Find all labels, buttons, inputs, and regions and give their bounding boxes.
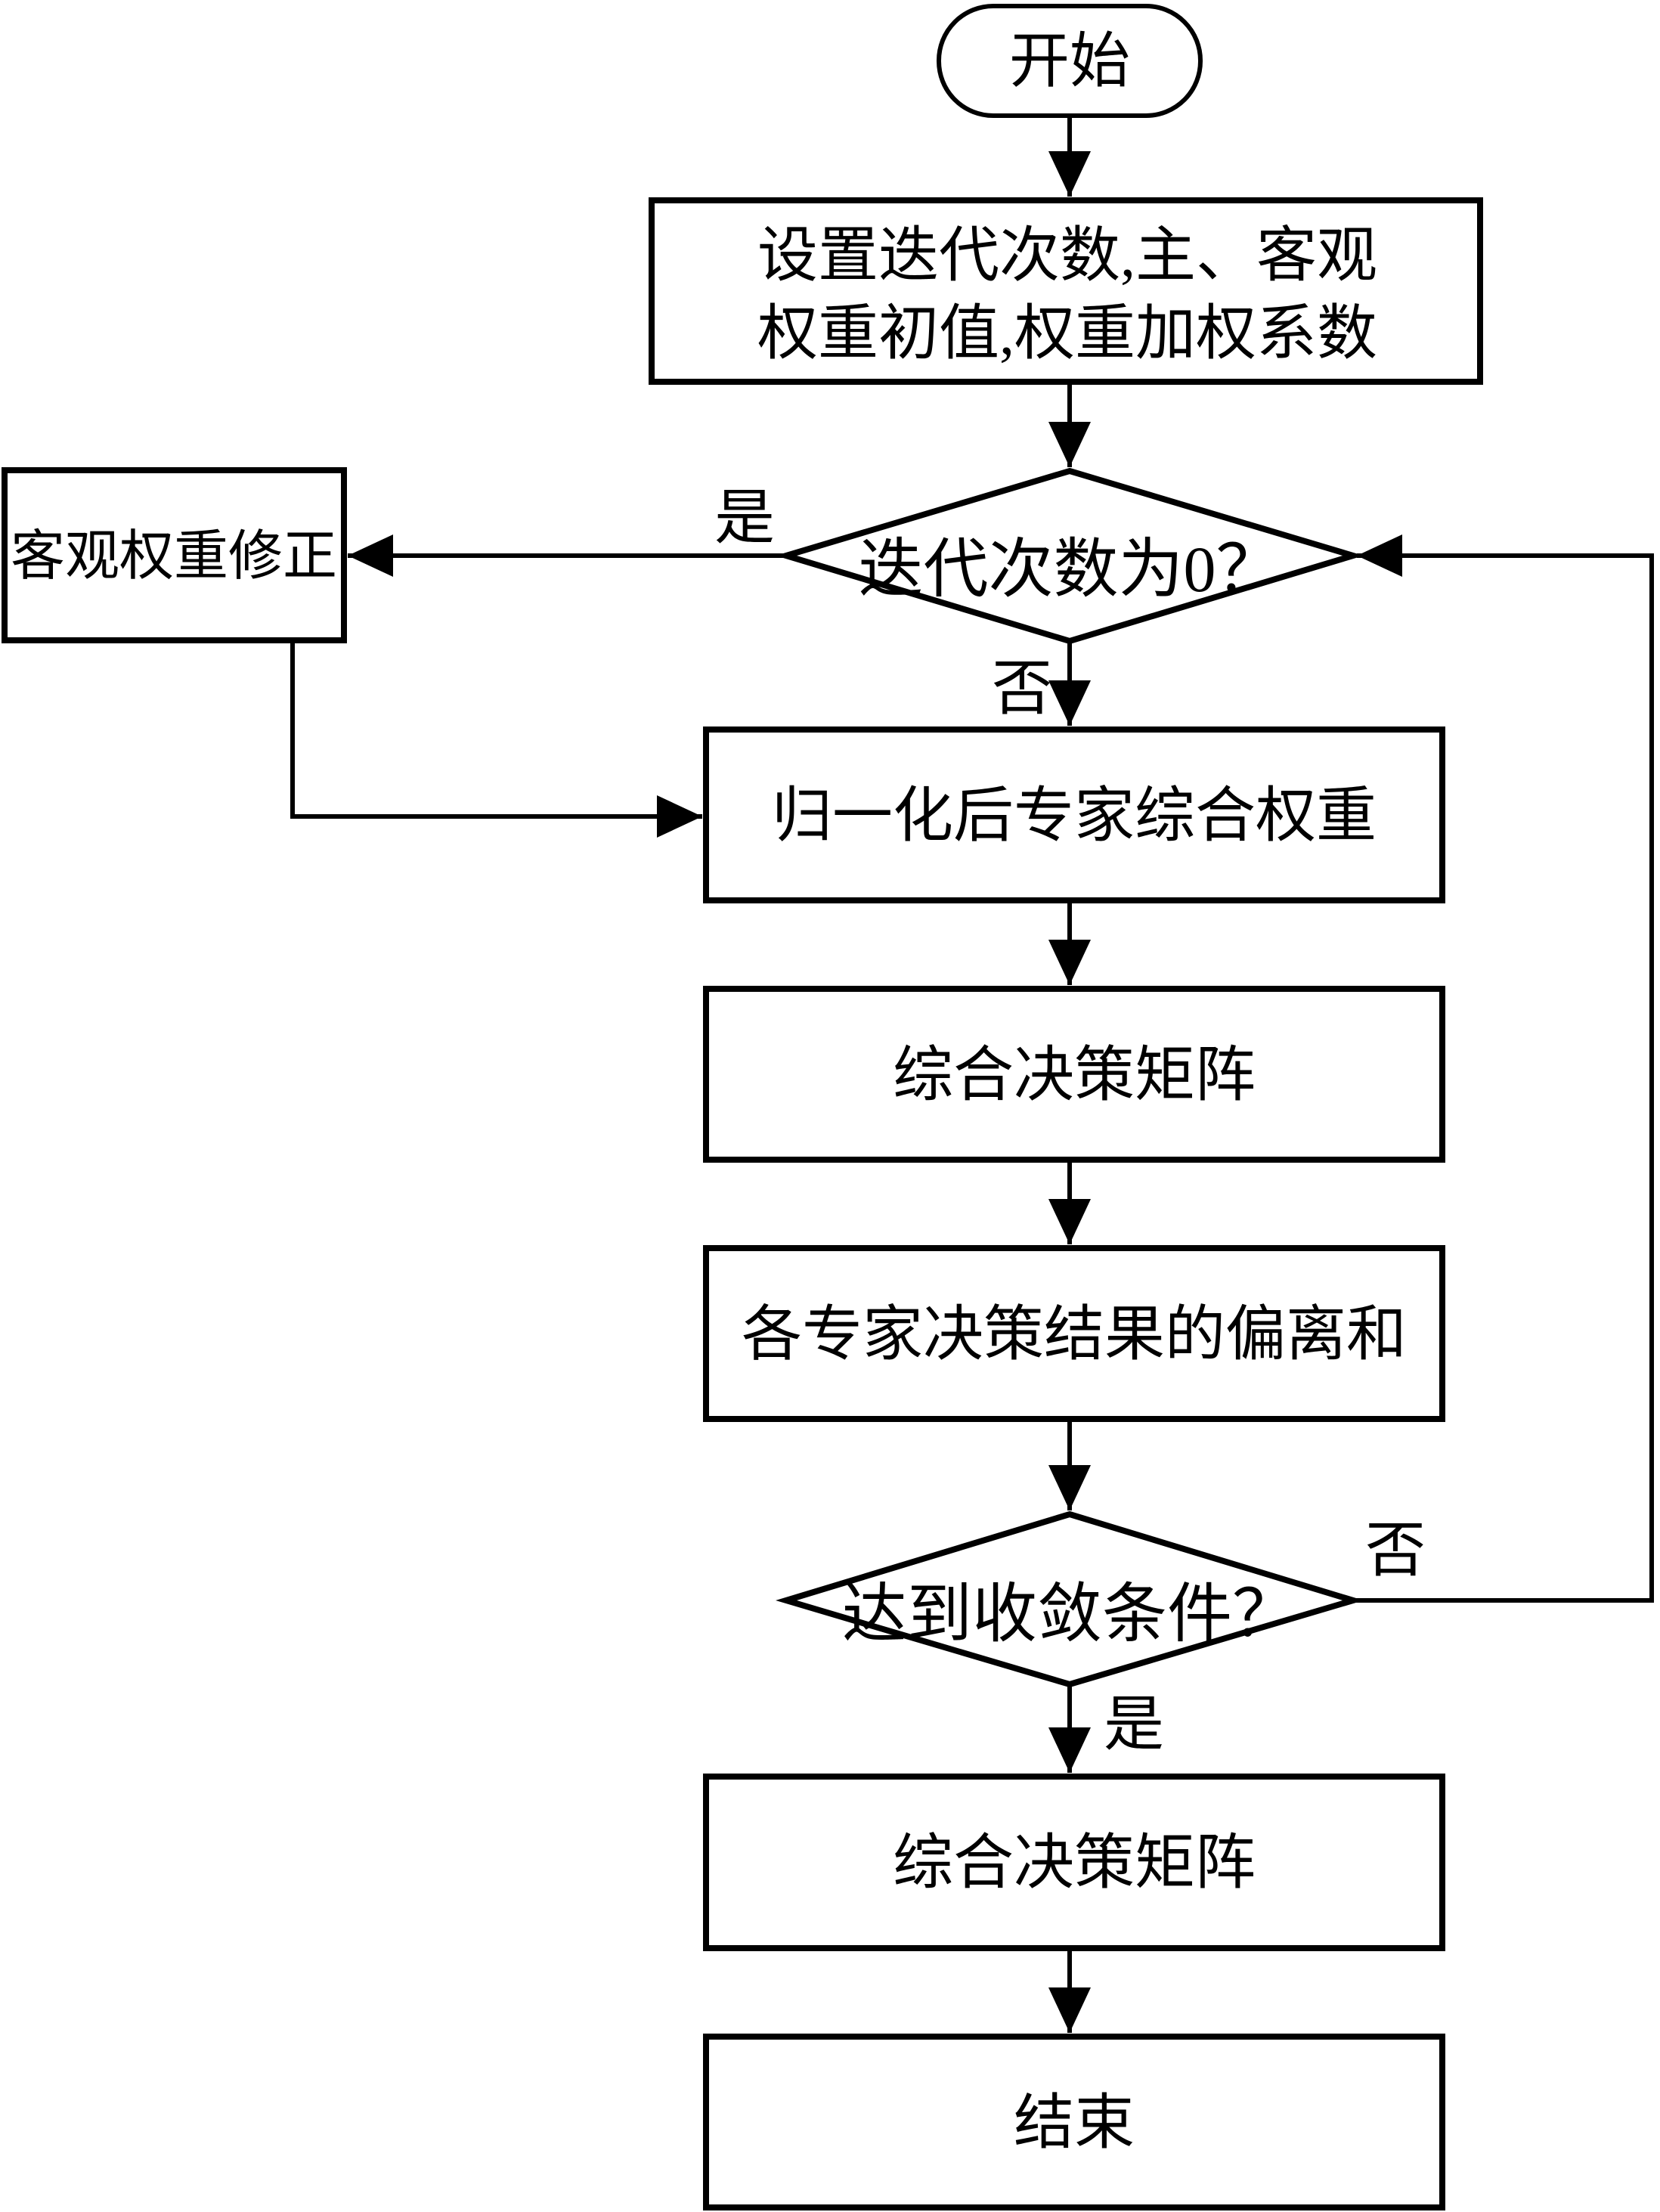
iteration-yes-label: 是	[714, 485, 775, 552]
end-box	[703, 2034, 1445, 2210]
convergence-decision-diamond	[776, 1510, 1364, 1688]
iteration-decision-diamond	[776, 467, 1364, 645]
decision-matrix1-label: 综合决策矩阵	[893, 1042, 1256, 1109]
normalized-expert-weight-box	[703, 726, 1445, 903]
start-label: 开始	[1009, 29, 1130, 95]
end-label: 结束	[1014, 2090, 1135, 2157]
deviation-sum-box	[703, 1245, 1445, 1422]
decision-matrix2-label: 综合决策矩阵	[893, 1830, 1256, 1897]
init-label-line2: 权重初值,权重加权系数	[757, 301, 1377, 367]
edge-correction-to-normalized-weight	[290, 640, 702, 838]
convergence-yes-label: 是	[1104, 1692, 1164, 1758]
iteration-decision-label: 迭代次数为0？	[859, 533, 1281, 606]
init-process-box	[649, 197, 1483, 385]
iteration-no-label: 否	[992, 656, 1052, 723]
decision-matrix2-box	[703, 1774, 1445, 1951]
objective-weight-correction-box	[2, 467, 347, 643]
convergence-no-label: 否	[1365, 1518, 1426, 1585]
decision-matrix1-box	[703, 986, 1445, 1163]
deviation-sum-label: 各专家决策结果的偏离和	[742, 1302, 1407, 1368]
convergence-decision-label: 达到收敛条件？	[842, 1578, 1297, 1650]
init-label-line1: 设置迭代次数,主、客观	[757, 223, 1377, 290]
normalized-expert-weight-label: 归一化后专家综合权重	[772, 783, 1377, 850]
edge-convergence-no-feedback	[1353, 534, 1654, 1603]
objective-weight-correction-label: 客观权重修正	[11, 526, 337, 587]
start-terminator	[937, 4, 1203, 118]
